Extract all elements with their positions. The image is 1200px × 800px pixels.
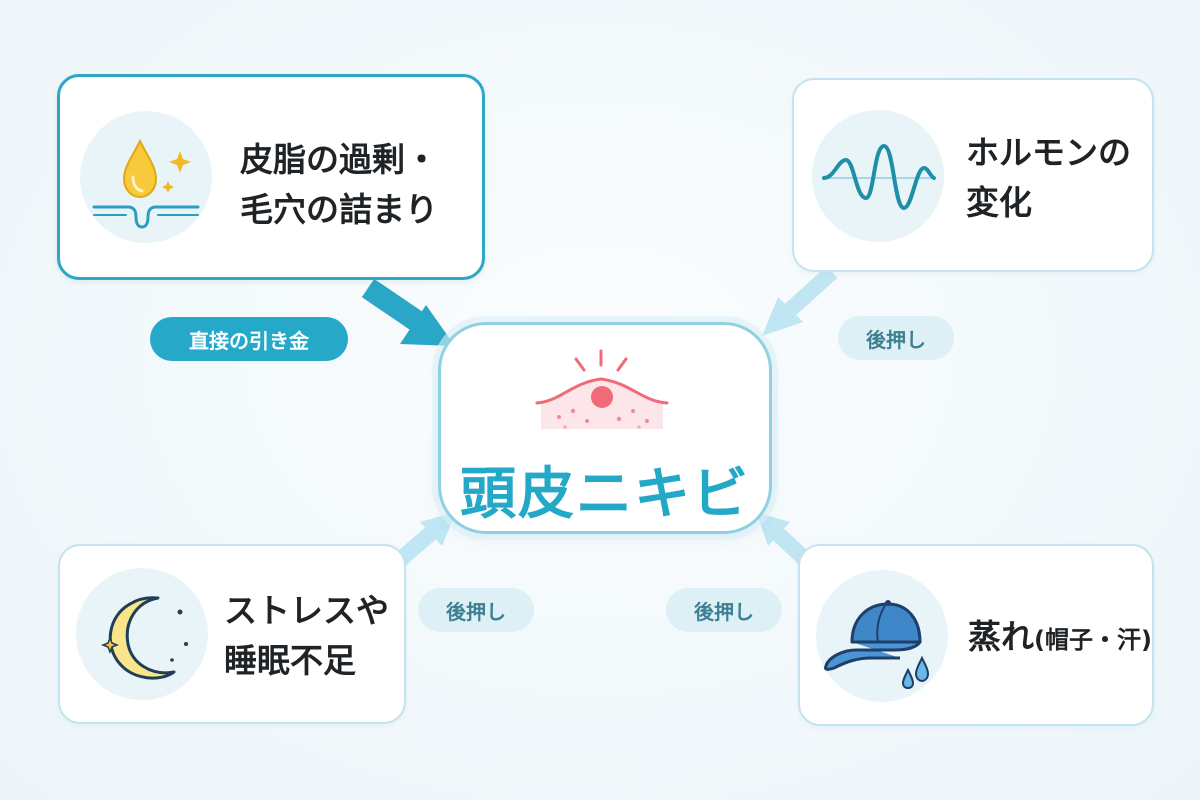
- center-title: 頭皮ニキビ: [460, 462, 750, 527]
- oil-drop-pore-icon: [80, 111, 212, 243]
- cause-label-humidity-main: 蒸れ: [968, 617, 1034, 656]
- cause-label-humidity-line1: 蒸れ(帽子・汗): [968, 612, 1152, 662]
- cause-label-stress-line2: 睡眠不足: [224, 640, 356, 680]
- cause-label-hormone: ホルモンの 変化: [966, 128, 1131, 227]
- moon-star-icon: [76, 568, 208, 700]
- cause-label-hormone-line1: ホルモンの: [966, 133, 1131, 172]
- center-node: 頭皮ニキビ: [438, 322, 772, 534]
- relation-pill-sebum: 直接の引き金: [150, 317, 348, 361]
- relation-pill-hormone: 後押し: [838, 316, 954, 360]
- inflamed-pore-icon: [535, 349, 669, 429]
- cause-card-hormone: ホルモンの 変化: [792, 78, 1154, 272]
- cause-label-humidity: 蒸れ(帽子・汗): [968, 612, 1152, 662]
- arrow-stress-to-center: [394, 512, 456, 567]
- cause-label-hormone-line2: 変化: [966, 182, 1032, 222]
- cause-label-sebum: 皮脂の過剰・ 毛穴の詰まり: [240, 135, 438, 234]
- cause-label-humidity-detail: (帽子・汗): [1034, 626, 1152, 654]
- cause-label-sebum-line2: 毛穴の詰まり: [240, 189, 438, 229]
- cause-card-stress: ストレスや 睡眠不足: [58, 544, 406, 724]
- cause-card-humidity: 蒸れ(帽子・汗): [798, 544, 1154, 726]
- arrow-hormone-to-center: [762, 266, 838, 336]
- arrow-sebum-to-center: [361, 278, 455, 346]
- relation-pill-humidity: 後押し: [666, 588, 782, 632]
- relation-pill-stress: 後押し: [418, 588, 534, 632]
- cap-sweat-icon: [816, 570, 948, 702]
- hormone-wave-icon: [812, 110, 944, 242]
- cause-label-stress: ストレスや 睡眠不足: [224, 586, 389, 685]
- cause-label-stress-line1: ストレスや: [224, 591, 389, 630]
- cause-card-sebum: 皮脂の過剰・ 毛穴の詰まり: [57, 74, 485, 280]
- cause-label-sebum-line1: 皮脂の過剰・: [240, 140, 438, 179]
